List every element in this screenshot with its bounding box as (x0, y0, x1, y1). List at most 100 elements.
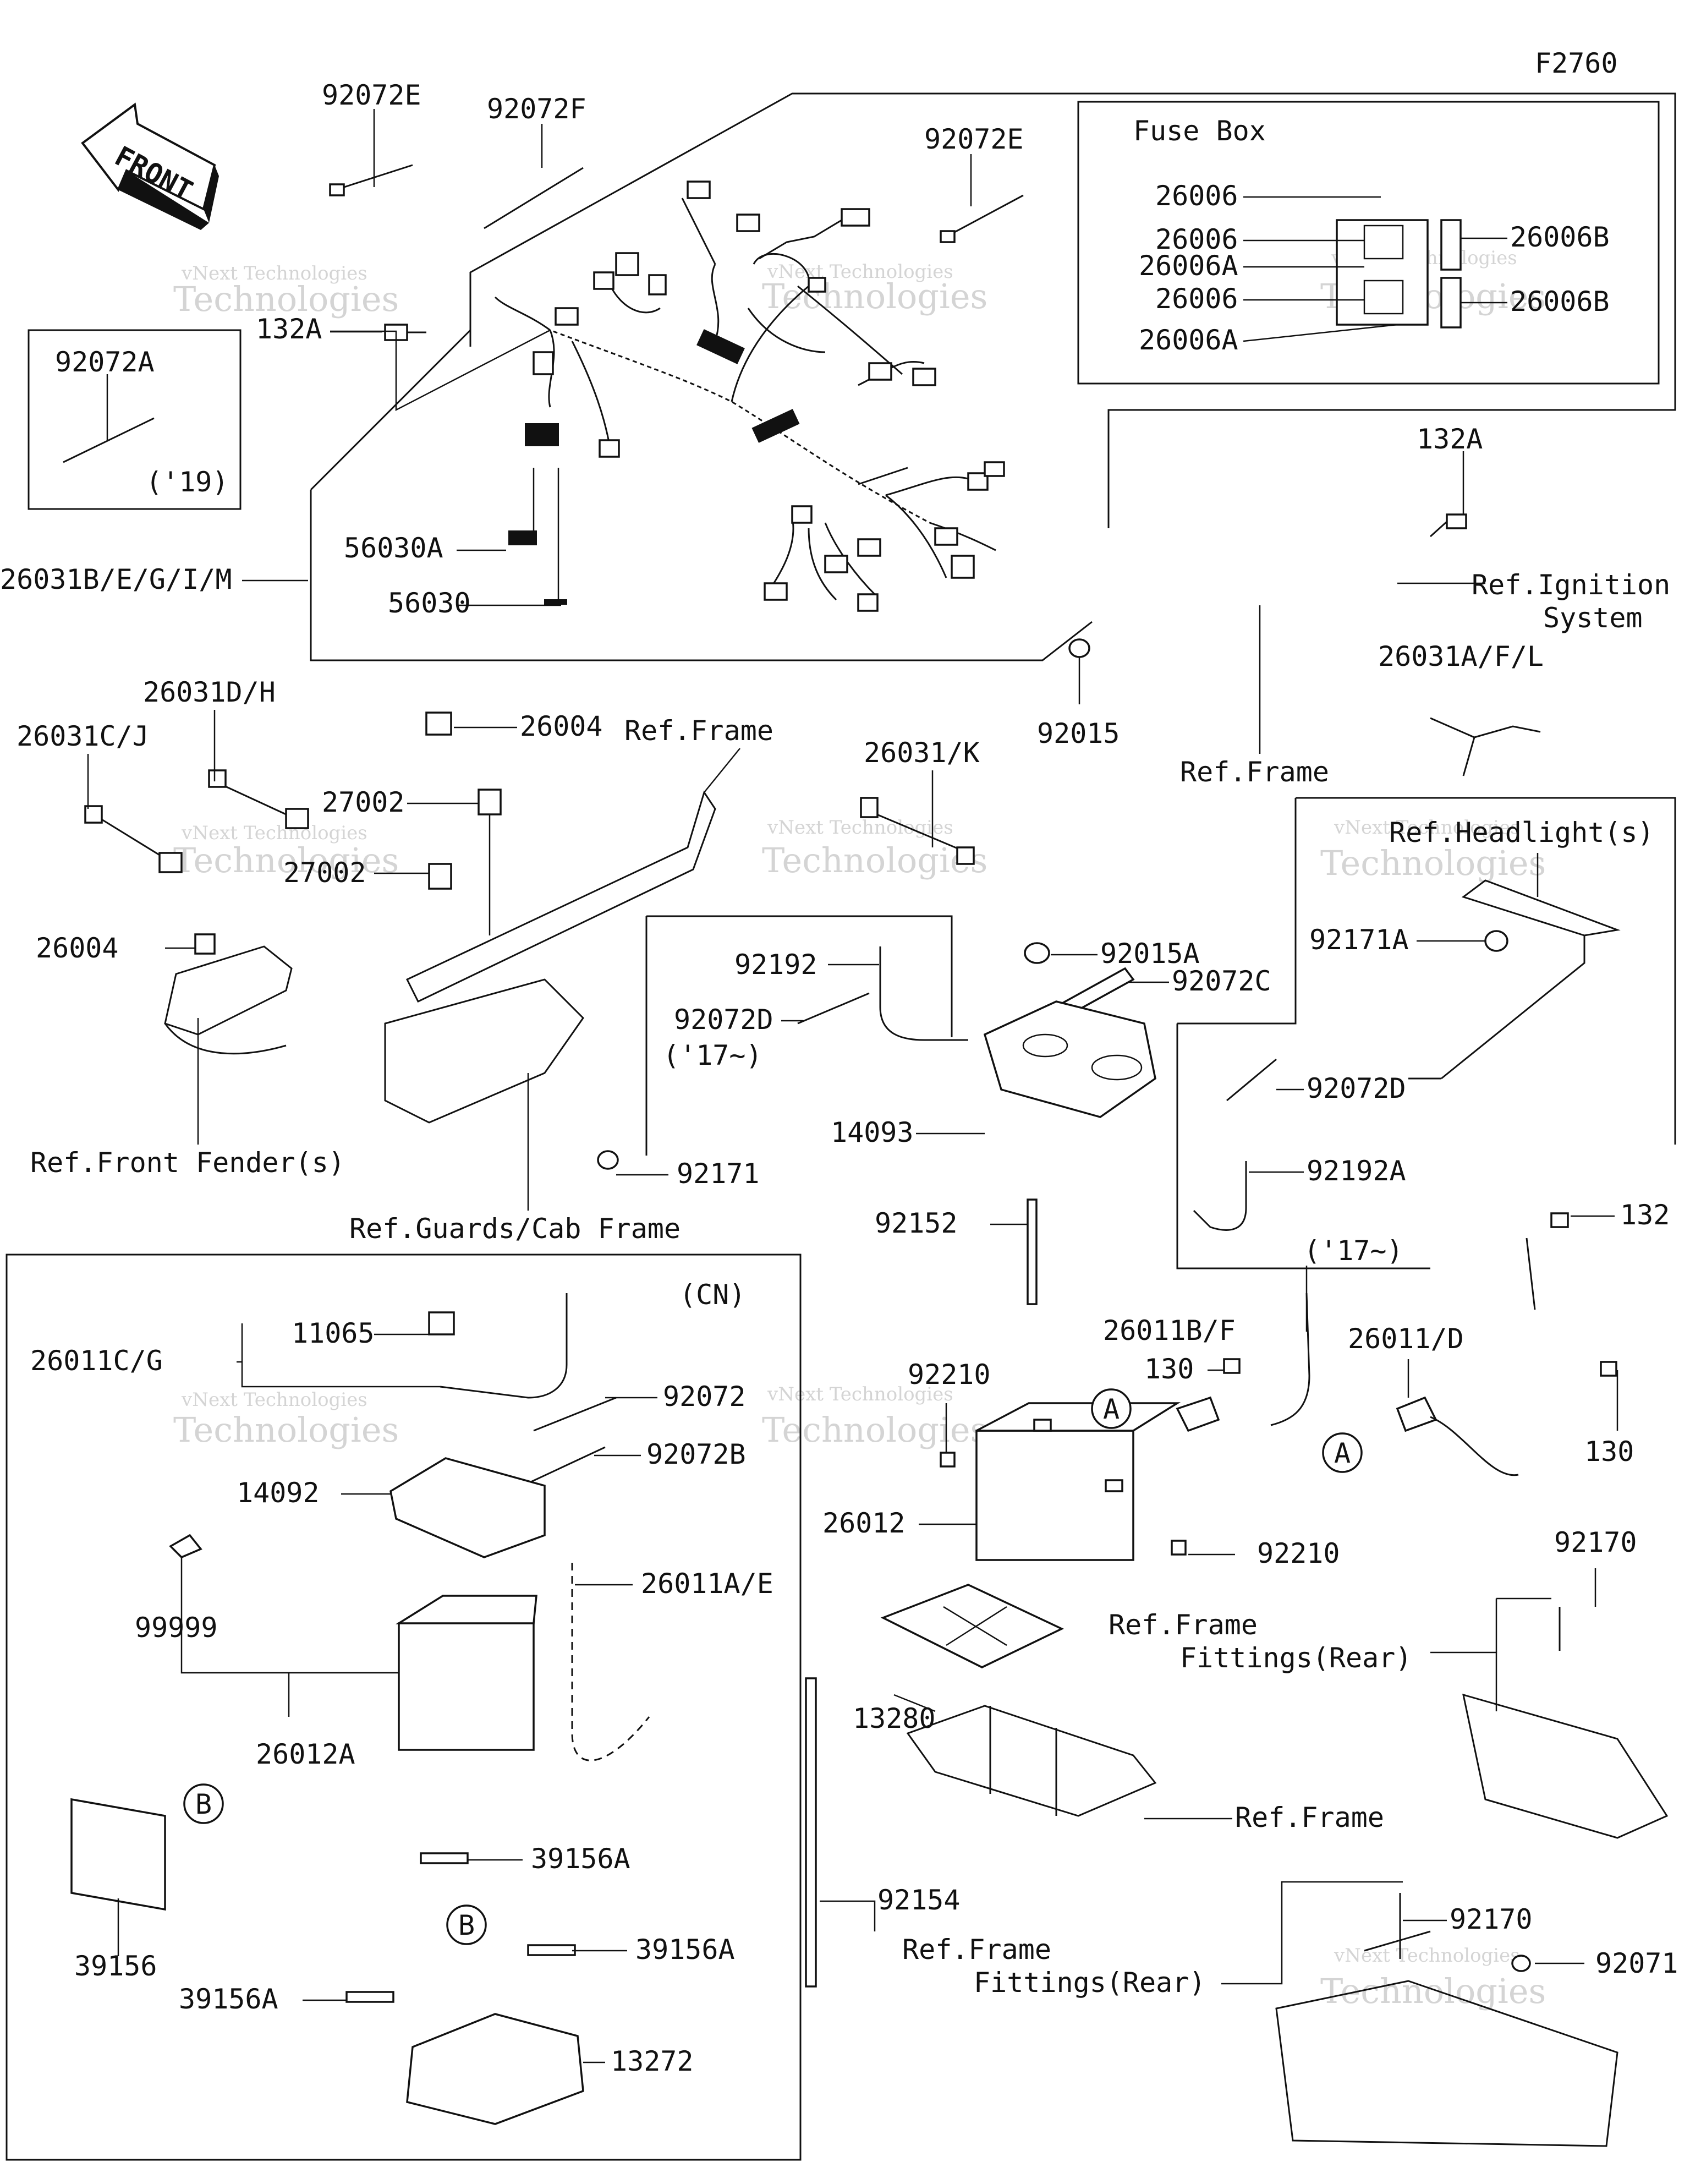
fuse-label: 26006 (1155, 283, 1238, 315)
part-label: 92170 (1450, 1903, 1533, 1935)
ref-label: Ref.Ignition (1472, 569, 1670, 601)
watermark: vNext Technologies (181, 1389, 367, 1411)
fuse-label: 26006A (1139, 324, 1238, 356)
callout-B: B (195, 1788, 212, 1820)
ref-label: Fittings(Rear) (974, 1967, 1205, 1999)
part-label: 92072F (487, 93, 586, 125)
ref-label: Ref.Frame (1109, 1609, 1258, 1641)
part-label: 92072E (924, 123, 1024, 155)
leader-lines (87, 109, 1618, 2063)
ref-label: Ref.Frame (1180, 756, 1329, 788)
part-label: 27002 (322, 786, 405, 818)
part-label: 27002 (283, 857, 366, 889)
part-label: 132A (1417, 423, 1483, 455)
watermark: Technologies (173, 279, 399, 319)
part-label: 26011A/E (641, 1568, 773, 1600)
part-label: 92210 (908, 1359, 991, 1391)
part-label: 130 (1584, 1436, 1634, 1468)
small-parts: A A (63, 164, 1669, 2147)
frame-lines (6, 92, 1676, 2161)
part-label: 13280 (853, 1703, 936, 1734)
part-label: 92210 (1257, 1537, 1340, 1569)
part-label: 92015A (1100, 938, 1200, 970)
part-label: 13272 (611, 2045, 694, 2077)
part-label: 39156A (179, 1983, 278, 2015)
watermark: Technologies (762, 1410, 987, 1450)
part-label: 92171A (1309, 924, 1409, 956)
watermark: vNext Technologies (767, 261, 953, 283)
part-label: 39156 (74, 1950, 157, 1982)
part-label: 26004 (36, 932, 119, 964)
watermark: Technologies (762, 276, 987, 316)
part-label: 56030A (344, 532, 443, 564)
part-label: 56030 (388, 587, 471, 619)
ref-label: Ref.Guards/Cab Frame (349, 1213, 681, 1245)
ref-label: Ref.Frame (1235, 1802, 1384, 1833)
watermark: Technologies (1320, 843, 1546, 883)
part-note: ('17~) (1304, 1235, 1403, 1267)
part-label: 26031C/J (17, 720, 149, 752)
main-wiring-harness (494, 180, 1005, 612)
part-label: 92152 (875, 1207, 958, 1239)
watermark: vNext Technologies (181, 262, 367, 284)
watermark: Technologies (173, 840, 399, 880)
part-note: ('17~) (663, 1039, 762, 1071)
watermark: Technologies (762, 840, 987, 880)
part-note: ('19) (146, 466, 229, 498)
part-label: 92154 (877, 1884, 961, 1916)
watermark: vNext Technologies (767, 817, 953, 839)
callout-B: B (458, 1909, 475, 1941)
part-label: 92072C (1172, 965, 1271, 997)
part-label: 39156A (531, 1843, 630, 1875)
fuse-label: 26006A (1139, 250, 1238, 282)
part-label: 92072B (646, 1438, 746, 1470)
part-label: 26004 (520, 710, 603, 742)
part-label: 92170 (1554, 1526, 1637, 1558)
ref-label: Fittings(Rear) (1180, 1642, 1412, 1674)
diagram-id: F2760 (1535, 47, 1618, 79)
fuse-label: 26006 (1155, 223, 1238, 255)
callout-A: A (1103, 1393, 1120, 1425)
fuse-label: 26006 (1155, 180, 1238, 212)
part-label: 130 (1144, 1353, 1194, 1385)
ref-label: System (1543, 602, 1643, 634)
part-label: 92072D (1307, 1072, 1406, 1104)
part-label: 26012A (256, 1738, 355, 1770)
part-label: 92015 (1037, 718, 1120, 749)
watermark: Technologies (1320, 1971, 1546, 2011)
watermark: vNext Technologies (1334, 1945, 1520, 1967)
fuse-label: 26006B (1510, 286, 1610, 318)
part-label: 26031A/F/L (1378, 641, 1544, 672)
part-label: 92072D (674, 1004, 773, 1036)
fuse-box: Fuse Box 26006 26006 26006A 26006 26006A… (1133, 115, 1610, 356)
watermark: vNext Technologies (767, 1383, 953, 1405)
part-label: 26031D/H (143, 676, 276, 708)
part-label: 26011B/F (1103, 1315, 1236, 1346)
part-label: 99999 (135, 1612, 218, 1644)
ref-label: Ref.Headlight(s) (1389, 817, 1654, 849)
part-label: 92192 (734, 949, 817, 981)
part-labels: 92072E 92072F 92072E 132A 92072A ('19) 5… (0, 79, 1678, 2077)
part-label: 132 (1620, 1199, 1670, 1231)
watermark: Technologies (173, 1410, 399, 1450)
part-label: 92071 (1595, 1947, 1678, 1979)
front-arrow-icon: FRONT (81, 102, 219, 230)
part-label: 132A (256, 313, 322, 345)
part-label: 92072A (55, 346, 155, 378)
part-label: 26011/D (1348, 1323, 1464, 1355)
ref-label: Ref.Frame (624, 715, 773, 747)
part-label: 92072E (322, 79, 421, 111)
part-label: 11065 (292, 1317, 375, 1349)
part-label: 39156A (635, 1934, 735, 1966)
fuse-label: 26006B (1510, 221, 1610, 253)
watermark: vNext Technologies (181, 822, 367, 844)
part-label: 14093 (831, 1116, 914, 1148)
part-label: 14092 (237, 1477, 320, 1509)
watermark: vNext Technologies (1334, 817, 1520, 839)
ref-label: Ref.Frame (902, 1934, 1051, 1966)
part-label: 26031/K (864, 737, 980, 769)
part-label: 26031B/E/G/I/M (0, 563, 232, 595)
part-label: 92192A (1307, 1155, 1406, 1187)
